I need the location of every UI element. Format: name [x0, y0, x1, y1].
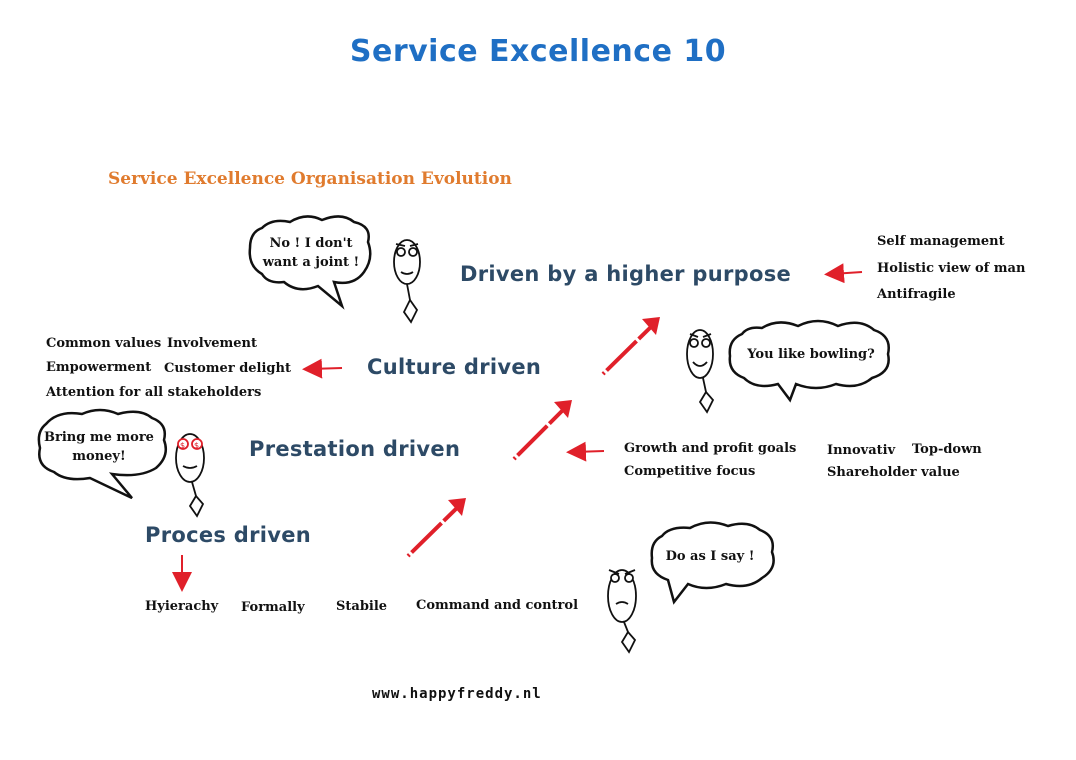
speech-bubble-joint	[248, 215, 372, 310]
speech-bubble-money	[37, 408, 167, 500]
cartoon-figure-proces	[607, 569, 637, 654]
note-innovativ: Innovativ	[827, 443, 896, 458]
note-attention-stakeholders: Attention for all stakeholders	[46, 385, 262, 400]
svg-text:$: $	[180, 441, 185, 450]
bubble-text-joint: No ! I don't want a joint !	[262, 236, 360, 270]
note-stabile: Stabile	[336, 599, 388, 614]
svg-text:$: $	[194, 441, 199, 450]
cartoon-figure-prestation: $ $	[175, 433, 205, 518]
note-competitive-focus: Competitive focus	[624, 464, 756, 479]
cartoon-figure-culture	[686, 329, 715, 414]
diagram-subtitle: Service Excellence Organisation Evolutio…	[108, 169, 512, 189]
note-antifragile: Antifragile	[877, 287, 956, 302]
speech-bubble-bowling	[728, 319, 890, 403]
evolution-arrow-1	[406, 498, 466, 558]
note-hyierachy: Hyierachy	[145, 599, 219, 614]
footer-website: www.happyfreddy.nl	[372, 686, 542, 702]
bubble-text-money: Bring me more money!	[44, 430, 154, 464]
note-command-control: Command and control	[416, 598, 579, 613]
pointer-arrow-prestation	[566, 441, 605, 462]
pointer-arrow-culture	[302, 358, 343, 379]
note-involvement: Involvement	[167, 336, 258, 351]
stage-proces-driven: Proces driven	[145, 523, 312, 547]
note-holistic-view: Holistic view of man	[877, 261, 1026, 276]
bubble-text-bowling: You like bowling?	[747, 347, 875, 362]
note-self-management: Self management	[877, 234, 1005, 249]
note-common-values: Common values	[46, 336, 162, 351]
stage-prestation-driven: Prestation driven	[249, 437, 461, 461]
note-customer-delight: Customer delight	[164, 361, 291, 376]
cartoon-figure-higher	[393, 239, 421, 324]
note-formally: Formally	[241, 600, 305, 615]
note-empowerment: Empowerment	[46, 360, 152, 375]
bubble-text-say: Do as I say !	[665, 549, 755, 564]
page-title: Service Excellence 10	[349, 34, 727, 69]
note-shareholder-value: Shareholder value	[827, 465, 960, 480]
evolution-arrow-2	[512, 400, 572, 461]
evolution-arrow-3	[601, 317, 660, 376]
pointer-arrow-higher	[824, 263, 863, 284]
note-top-down: Top-down	[912, 442, 982, 457]
stage-higher-purpose: Driven by a higher purpose	[460, 262, 792, 286]
speech-bubble-say	[650, 521, 775, 605]
stage-culture-driven: Culture driven	[367, 355, 542, 379]
note-growth-profit: Growth and profit goals	[624, 441, 797, 456]
